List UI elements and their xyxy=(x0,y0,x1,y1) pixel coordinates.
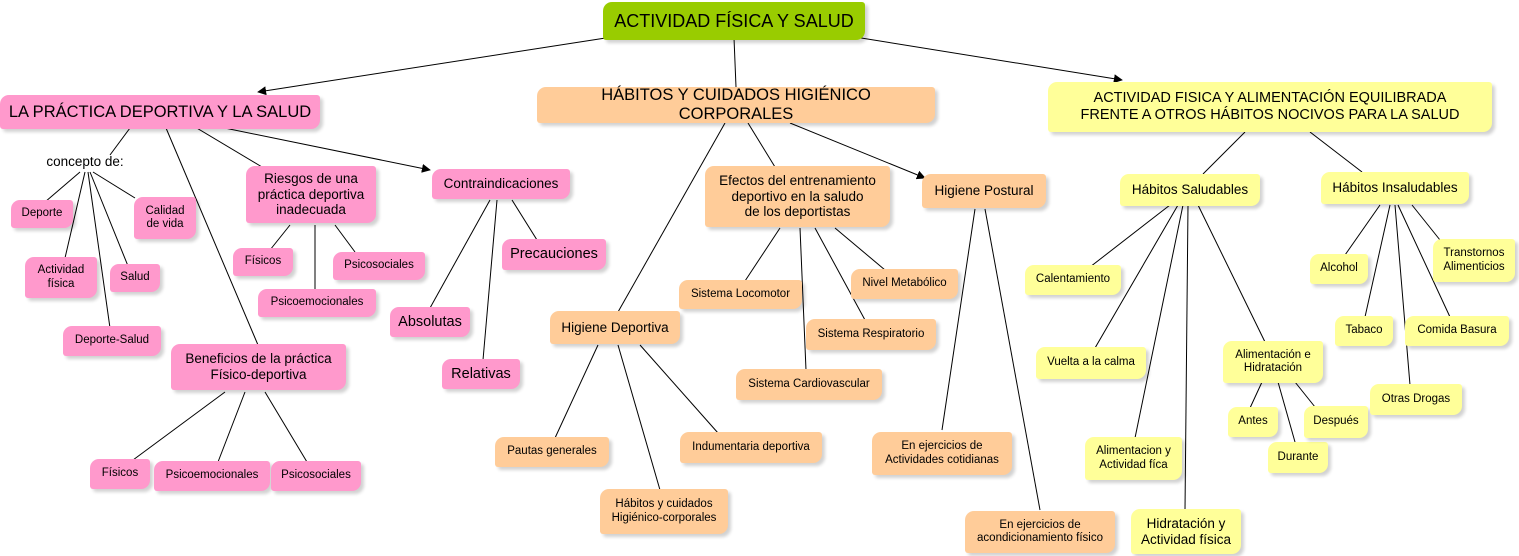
concepto-salud[interactable]: Salud xyxy=(110,264,160,292)
edge-root-practica xyxy=(257,36,613,96)
antes[interactable]: Antes xyxy=(1228,407,1278,437)
postural-acondicionamiento[interactable]: En ejercicios de acondicionamiento físic… xyxy=(965,511,1115,553)
edge-contra-absolutas xyxy=(429,199,491,309)
insaludables-node[interactable]: Hábitos Insaludables xyxy=(1321,172,1469,204)
edge-alim-insaludables xyxy=(1309,131,1363,173)
edge-practica-riesgos xyxy=(194,126,263,168)
higiene-deportiva-node[interactable]: Higiene Deportiva xyxy=(550,311,680,344)
concepto-actividad-fisica[interactable]: Actividad física xyxy=(25,257,97,298)
riesgos-fisicos[interactable]: Físicos xyxy=(233,248,293,276)
riesgos-node[interactable]: Riesgos de una práctica deportiva inadec… xyxy=(246,166,376,223)
habitos-cuidados[interactable]: Hábitos y cuidados Higiénico-corporales xyxy=(600,489,728,534)
edge-efectos-cardio xyxy=(799,227,807,371)
alimentacion-actividad[interactable]: Alimentacion y Actividad fíca xyxy=(1085,437,1182,480)
contraindicaciones-node[interactable]: Contraindicaciones xyxy=(432,169,570,199)
edge-ins-tabaco xyxy=(1364,204,1391,318)
alimentacion-node[interactable]: ACTIVIDAD FISICA Y ALIMENTACIÓN EQUILIBR… xyxy=(1048,82,1492,132)
sistema-locomotor[interactable]: Sistema Locomotor xyxy=(679,280,802,309)
hidratacion-actividad[interactable]: Hidratación y Actividad física xyxy=(1131,509,1241,554)
vuelta-calma[interactable]: Vuelta a la calma xyxy=(1036,347,1146,379)
transtornos-alimenticios[interactable]: Transtornos Alimenticios xyxy=(1433,239,1515,282)
despues[interactable]: Después xyxy=(1304,406,1368,438)
edge-practica-concepto xyxy=(109,127,131,156)
edge-efectos-metab xyxy=(834,227,886,271)
edge-sal-vuelta xyxy=(1094,204,1179,349)
edge-root-habitos xyxy=(733,37,737,88)
edge-riesgos-fisicos xyxy=(269,224,291,251)
edge-higdep-indumentaria xyxy=(639,344,719,434)
concepto-deporte-salud[interactable]: Deporte-Salud xyxy=(63,326,161,356)
edge-root-alimentacion xyxy=(854,36,1123,84)
edge-ins-drogas xyxy=(1394,204,1411,386)
edge-concepto-calidad xyxy=(92,171,136,199)
edge-beneficios-fisicos xyxy=(132,391,226,461)
edge-efectos-resp xyxy=(814,227,866,321)
sistema-cardiovascular[interactable]: Sistema Cardiovascular xyxy=(736,369,882,400)
practica-node[interactable]: LA PRÁCTICA DEPORTIVA Y LA SALUD xyxy=(0,95,320,129)
higiene-postural-node[interactable]: Higiene Postural xyxy=(922,174,1046,208)
edge-concepto-dsalud xyxy=(87,171,111,329)
beneficios-psicoemocionales[interactable]: Psicoemocionales xyxy=(154,461,270,491)
edge-riesgos-psicosoc xyxy=(334,224,356,253)
beneficios-fisicos[interactable]: Físicos xyxy=(90,459,150,489)
edge-higdep-pautas xyxy=(554,344,599,439)
root-node[interactable]: ACTIVIDAD FÍSICA Y SALUD xyxy=(603,2,865,40)
calentamiento[interactable]: Calentamiento xyxy=(1025,265,1121,295)
edge-ins-alcohol xyxy=(1344,204,1381,256)
edge-practica-beneficios xyxy=(165,127,259,346)
edge-efectos-locomotor xyxy=(744,227,781,282)
edge-sal-calentamiento xyxy=(1089,204,1171,268)
edge-alimhid-antes xyxy=(1249,381,1263,409)
edge-habitos-higdep xyxy=(617,122,726,313)
edge-alimhid-despues xyxy=(1294,381,1316,408)
edge-postural-acond xyxy=(984,208,1041,511)
comida-basura[interactable]: Comida Basura xyxy=(1405,316,1509,346)
tabaco[interactable]: Tabaco xyxy=(1335,316,1393,346)
sistema-respiratorio[interactable]: Sistema Respiratorio xyxy=(806,319,936,350)
beneficios-psicosociales[interactable]: Psicosociales xyxy=(271,461,361,491)
edge-higdep-habitos xyxy=(617,344,661,491)
concepto-deporte[interactable]: Deporte xyxy=(11,200,73,228)
riesgos-psicosociales[interactable]: Psicosociales xyxy=(333,252,425,280)
edge-alimhid-durante xyxy=(1277,381,1296,443)
edge-concepto-deporte xyxy=(44,171,81,203)
saludables-node[interactable]: Hábitos Saludables xyxy=(1120,174,1260,206)
edge-contra-precauciones xyxy=(511,199,538,241)
beneficios-node[interactable]: Beneficios de la práctica Físico-deporti… xyxy=(171,344,346,390)
durante[interactable]: Durante xyxy=(1268,442,1328,473)
contra-absolutas[interactable]: Absolutas xyxy=(390,307,470,337)
nivel-metabolico[interactable]: Nivel Metabólico xyxy=(851,269,958,299)
otras-drogas[interactable]: Otras Drogas xyxy=(1370,384,1462,415)
alcohol[interactable]: Alcohol xyxy=(1310,254,1368,284)
contra-precauciones[interactable]: Precauciones xyxy=(502,239,606,270)
edge-contra-relativas xyxy=(482,199,498,361)
edge-ins-comida xyxy=(1397,204,1451,318)
concepto-label: concepto de: xyxy=(46,154,124,170)
edge-postural-cotidianas xyxy=(941,208,976,431)
habitos-node[interactable]: HÁBITOS Y CUIDADOS HIGIÉNICO CORPORALES xyxy=(537,86,935,123)
edge-beneficios-psicoemo xyxy=(217,391,246,463)
edge-beneficios-psicosoc xyxy=(264,391,308,463)
edge-ins-transtornos xyxy=(1411,204,1441,241)
edge-habitos-postural xyxy=(789,122,926,180)
edge-concepto-actividad xyxy=(64,171,86,259)
alimentacion-hidratacion[interactable]: Alimentación e Hidratación xyxy=(1223,341,1323,383)
contra-relativas[interactable]: Relativas xyxy=(442,359,520,389)
indumentaria-deportiva[interactable]: Indumentaria deportiva xyxy=(680,432,822,463)
riesgos-psicoemocionales[interactable]: Psicoemocionales xyxy=(258,289,376,317)
postural-cotidianas[interactable]: En ejercicios de Actividades cotidianas xyxy=(872,432,1012,475)
edge-alim-saludables xyxy=(1202,131,1246,175)
concepto-calidad-vida[interactable]: Calidad de vida xyxy=(134,197,196,239)
edge-concepto-salud xyxy=(89,171,129,267)
edge-sal-alimhid xyxy=(1197,204,1266,343)
edge-practica-contra xyxy=(209,124,431,173)
edge-habitos-efectos xyxy=(747,122,776,168)
efectos-node[interactable]: Efectos del entrenamiento deportivo en l… xyxy=(705,166,890,227)
edge-sal-hidact xyxy=(1184,204,1189,511)
pautas-generales[interactable]: Pautas generales xyxy=(495,437,609,467)
edge-sal-alimact xyxy=(1134,204,1184,439)
